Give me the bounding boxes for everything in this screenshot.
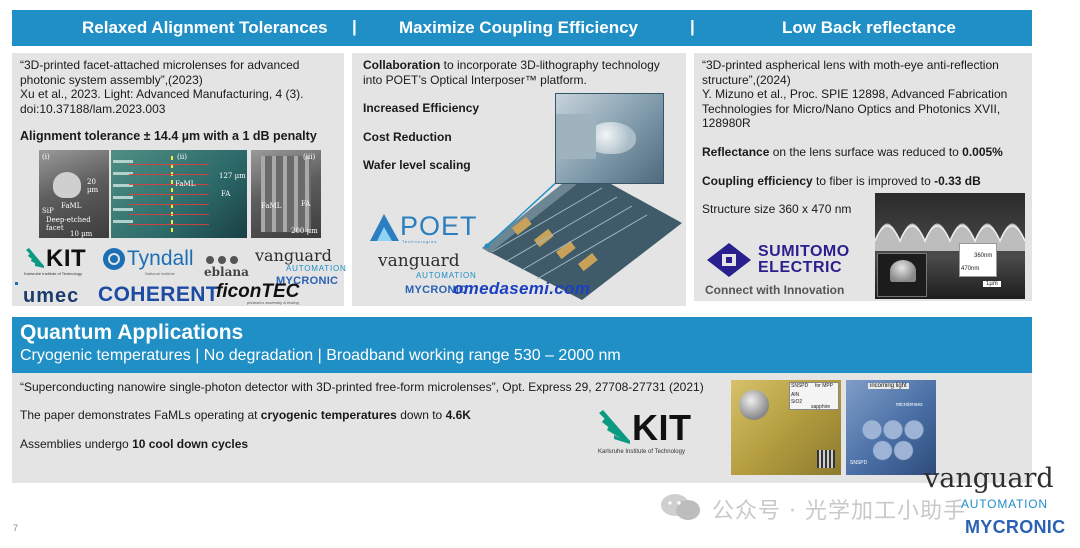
citation-line: structure”,(2024) <box>702 72 791 87</box>
citation-line: Technologies for Micro/Nano Optics and P… <box>702 101 1001 116</box>
automation-label: AUTOMATION <box>416 271 477 280</box>
quantum-assembly-line: Assemblies undergo 10 cool down cycles <box>20 437 249 451</box>
tyndall-logo: Tyndall <box>127 247 194 270</box>
header-low-back-reflectance: Low Back reflectance <box>782 18 956 37</box>
automation-label: AUTOMATION <box>286 264 347 273</box>
ficontec-sub: photonics assembly & testing <box>247 300 299 305</box>
footer-mycronic-logo: MYCRONIC <box>965 517 1066 537</box>
panel-alignment: “3D-printed facet-attached microlenses f… <box>12 53 347 307</box>
citation-line: photonic system assembly”,(2023) <box>20 72 203 87</box>
sem-image-array: (ii) FaML FA 127 µm <box>111 150 247 238</box>
header-bar: Relaxed Alignment Tolerances | Maximize … <box>12 10 1032 46</box>
header-separator: | <box>690 17 695 36</box>
wechat-icon <box>660 492 702 522</box>
footer-automation-label: AUTOMATION <box>961 497 1048 511</box>
omedasemi-watermark: omedasemi.com <box>453 279 591 298</box>
quantum-header: Quantum Applications Cryogenic temperatu… <box>12 317 1032 373</box>
panel-back-reflectance: “3D-printed aspherical lens with moth-ey… <box>694 53 1032 301</box>
quantum-subtitle: Cryogenic temperatures | No degradation … <box>20 347 621 364</box>
structure-size: Structure size 360 x 470 nm <box>702 202 852 216</box>
mycronic-logo: MYCRONIC <box>276 275 339 287</box>
coherent-logo: COHERENT <box>98 283 220 306</box>
eblana-logo-mark <box>206 251 238 269</box>
sumitomo-logo: SUMITOMO ELECTRIC <box>758 243 850 276</box>
sem-image-facet: (i) SiP FaML Deep-etched facet 20 µm <box>39 150 109 238</box>
ficontec-logo: ficonTEC <box>216 281 300 302</box>
snspd-image-microlenses: incoming light microlenses SNSPD <box>846 380 936 475</box>
citation-line: “3D-printed aspherical lens with moth-ey… <box>702 58 999 72</box>
citation-line: Xu et al., 2023. Light: Advanced Manufac… <box>20 87 304 102</box>
kit-logo-mark <box>597 408 633 446</box>
sem-image-lenses: (iii) FaML FA 200 µm <box>251 150 321 238</box>
connect-tagline: Connect with Innovation <box>705 283 845 297</box>
citation-line: Y. Mizuno et al., Proc. SPIE 12898, Adva… <box>702 87 1008 102</box>
collaboration-line: Collaboration to incorporate 3D-lithogra… <box>363 58 660 72</box>
poet-logo: POET <box>400 211 478 241</box>
imec-dot <box>15 282 18 285</box>
header-separator: | <box>352 17 357 36</box>
kit-logo-sub: Karlsruhe Institute of Technology <box>598 449 685 455</box>
poet-logo-sub: Technologies <box>402 239 438 244</box>
snspd-image-chip: SNSPD for MPP AlN SiO2 sapphire <box>731 380 841 475</box>
kit-logo: KIT <box>46 245 87 272</box>
sumitomo-logo-mark <box>707 243 751 277</box>
footer-vanguard-logo: vanguard <box>924 463 1054 494</box>
tyndall-logo-mark <box>103 248 125 270</box>
quantum-demo-line: The paper demonstrates FaMLs operating a… <box>20 408 471 422</box>
citation-line: “3D-printed facet-attached microlenses f… <box>20 58 300 72</box>
page-number: 7 <box>13 523 19 533</box>
poet-logo-mark <box>370 214 399 241</box>
microlens-closeup <box>555 93 664 184</box>
tyndall-logo-sub: National Institute <box>145 271 175 276</box>
imec-logo: umec <box>23 285 80 307</box>
quantum-title: Quantum Applications <box>20 321 244 344</box>
citation-line: 128980R <box>702 116 751 131</box>
doi-line: doi:10.37188/lam.2023.003 <box>20 101 166 116</box>
wechat-watermark: 公众号 · 光学加工小助手 <box>712 499 966 524</box>
benefit-wafer-level-scaling: Wafer level scaling <box>363 158 471 172</box>
vanguard-logo: vanguard <box>378 251 460 271</box>
coupling-line: Coupling efficiency to fiber is improved… <box>702 174 981 188</box>
quantum-citation: “Superconducting nanowire single-photon … <box>20 380 704 394</box>
alignment-tolerance: Alignment tolerance ± 14.4 µm with a 1 d… <box>20 129 317 143</box>
kit-logo-mark <box>24 246 46 270</box>
quantum-panel: “Superconducting nanowire single-photon … <box>12 373 1032 483</box>
benefit-increased-efficiency: Increased Efficiency <box>363 101 480 115</box>
eblana-logo: eblana <box>204 265 249 279</box>
benefit-cost-reduction: Cost Reduction <box>363 130 452 144</box>
header-maximize-coupling: Maximize Coupling Efficiency <box>399 18 638 37</box>
vanguard-logo: vanguard <box>255 246 332 265</box>
kit-logo: KIT <box>632 407 692 448</box>
interposer-render <box>472 128 682 300</box>
moth-eye-sem-image: 360nm 470nm 1µm <box>875 193 1025 299</box>
header-relaxed-alignment: Relaxed Alignment Tolerances <box>82 18 328 37</box>
collaboration-line-2: into POET’s Optical Interposer™ platform… <box>363 72 587 87</box>
reflectance-line: Reflectance on the lens surface was redu… <box>702 145 1003 159</box>
kit-logo-sub: Karlsruhe Institute of Technology <box>24 271 82 276</box>
mycronic-logo: MYCRONIC <box>405 284 468 296</box>
panel-coupling: Collaboration to incorporate 3D-lithogra… <box>352 53 686 306</box>
